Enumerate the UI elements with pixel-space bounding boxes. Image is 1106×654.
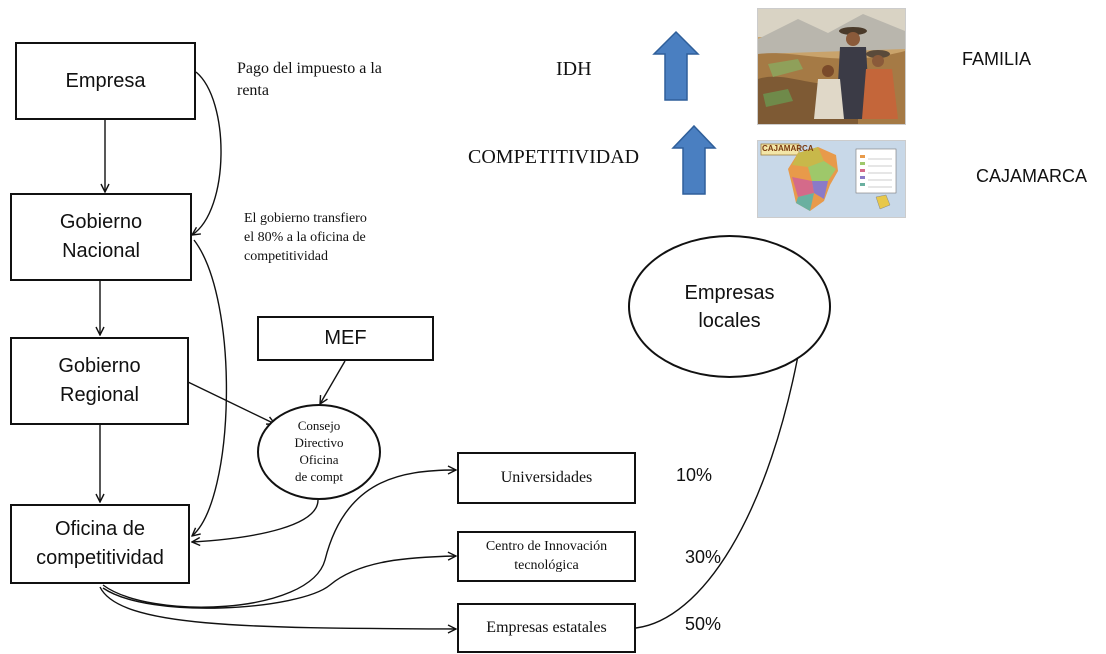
cajamarca-map-image: CAJAMARCA (757, 140, 906, 218)
node-mef: MEF (257, 316, 434, 361)
annotation-pago-impuesto: Pago del impuesto a la renta (237, 60, 382, 99)
node-consejo-directivo-label: Consejo Directivo Oficina de compt (294, 418, 344, 484)
arrow-up-idh-icon (652, 30, 700, 101)
node-centro-innovacion-label: Centro de Innovación tecnológica (485, 538, 608, 573)
node-empresa: Empresa (15, 42, 196, 120)
annotation-gobierno-transfiero: El gobierno transfiero el 80% a la ofici… (244, 211, 367, 264)
arrow-up-competitividad-icon (671, 124, 717, 195)
family-painting-image (757, 8, 906, 125)
label-cajamarca: CAJAMARCA (976, 166, 1088, 186)
arrow-oficina-to-universidades (102, 470, 456, 608)
label-competitividad: COMPETITIVIDAD (468, 146, 640, 168)
arrow-oficina-to-estatales (99, 586, 456, 629)
arrow-regional-to-consejo (187, 381, 275, 424)
node-empresas-locales-label: Empresas locales (684, 281, 775, 332)
percent-universidades: 10% (676, 465, 713, 485)
node-universidades-label: Universidades (500, 469, 593, 487)
node-gobierno-nacional-label: Gobierno Nacional (59, 211, 143, 262)
node-gobierno-regional-label: Gobierno Regional (58, 355, 141, 406)
node-universidades: Universidades (457, 452, 636, 504)
arrow-consejo-to-oficina (192, 499, 319, 542)
node-oficina-competitividad: Oficina de competitividad (10, 504, 190, 584)
node-oficina-competitividad-label: Oficina de competitividad (36, 518, 164, 569)
node-empresas-locales: Empresas locales (628, 235, 831, 378)
arrow-estatales-to-locales (635, 334, 802, 629)
percent-centro: 30% (685, 547, 722, 567)
node-empresa-label: Empresa (65, 69, 146, 92)
label-familia: FAMILIA (962, 49, 1032, 69)
node-gobierno-regional: Gobierno Regional (10, 337, 189, 425)
arrow-nacional-to-oficina (192, 239, 228, 536)
node-centro-innovacion: Centro de Innovación tecnológica (457, 531, 636, 582)
node-gobierno-nacional: Gobierno Nacional (10, 193, 192, 281)
label-idh: IDH (556, 58, 592, 80)
node-mef-label: MEF (324, 327, 367, 349)
arrow-empresa-tax-loop (192, 71, 222, 235)
map-title: CAJAMARCA (762, 144, 814, 153)
arrow-oficina-to-centro (102, 556, 456, 609)
node-empresas-estatales: Empresas estatales (457, 603, 636, 653)
node-consejo-directivo: Consejo Directivo Oficina de compt (257, 404, 381, 500)
percent-empresas-estatales: 50% (685, 614, 722, 634)
arrow-mef-to-consejo (320, 360, 346, 404)
node-empresas-estatales-label: Empresas estatales (486, 619, 607, 637)
